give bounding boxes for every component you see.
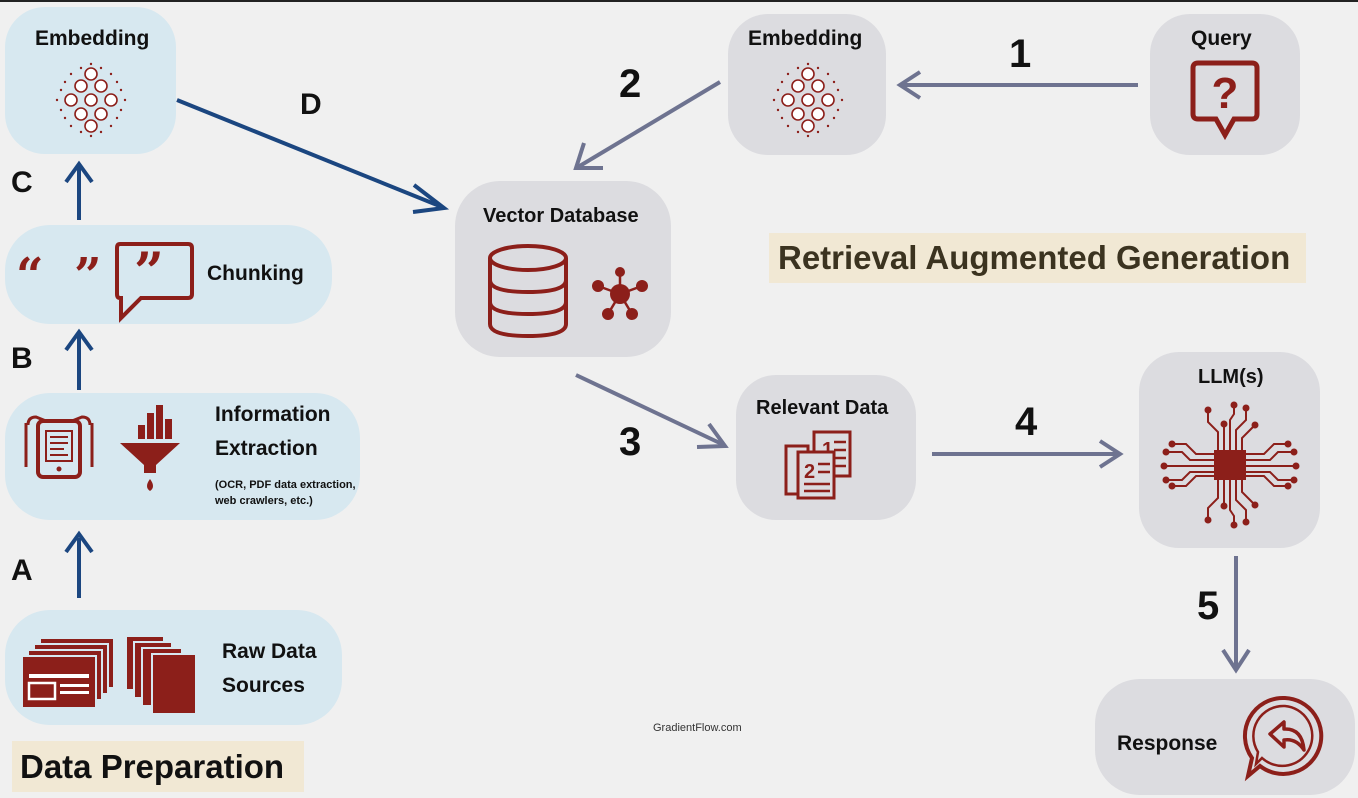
- chunking-node: [5, 225, 332, 324]
- vector-database-label: Vector Database: [483, 205, 639, 227]
- svg-text:?: ?: [1212, 69, 1239, 118]
- network-icon: [772, 62, 844, 138]
- chat-quote-icon: ”: [115, 242, 194, 323]
- quote-open-icon: “: [16, 248, 44, 304]
- data-preparation-title: Data Preparation: [12, 741, 304, 792]
- arrow-5: [1221, 556, 1251, 674]
- raw-data-sources-label-line1: Raw Data: [222, 640, 317, 663]
- information-extraction-node: [5, 393, 360, 520]
- step-letter-c: C: [11, 166, 33, 199]
- step-number-5: 5: [1197, 584, 1220, 628]
- question-bubble-icon: ?: [1190, 60, 1260, 141]
- information-extraction-label-line2: Extraction: [215, 437, 318, 460]
- newspapers-icon: [21, 637, 115, 709]
- quote-close-icon: ”: [74, 248, 102, 304]
- step-number-4: 4: [1015, 400, 1038, 444]
- step-number-3: 3: [619, 420, 642, 464]
- rag-title: Retrieval Augmented Generation: [769, 233, 1306, 283]
- information-extraction-note-line1: (OCR, PDF data extraction,: [215, 479, 356, 491]
- query-label: Query: [1191, 27, 1252, 50]
- arrow-c: [64, 160, 94, 220]
- arrow-2: [573, 80, 722, 170]
- svg-text:1: 1: [822, 439, 833, 461]
- credit-text: GradientFlow.com: [653, 722, 742, 734]
- relevant-data-label: Relevant Data: [756, 397, 889, 419]
- step-letter-a: A: [11, 554, 33, 587]
- network-icon: [55, 62, 127, 138]
- top-border: [0, 0, 1358, 2]
- embedding-right-label: Embedding: [748, 27, 863, 50]
- svg-text:”: ”: [134, 242, 164, 303]
- arrow-1: [896, 70, 1138, 100]
- arrow-d: [176, 98, 450, 214]
- document-stack-icon: [125, 635, 197, 715]
- hub-icon: [592, 267, 648, 320]
- embedding-left-label: Embedding: [35, 27, 150, 50]
- step-letter-b: B: [11, 342, 33, 375]
- funnel-chart-icon: [120, 405, 180, 491]
- chunking-label: Chunking: [207, 262, 304, 285]
- database-icon: [488, 244, 568, 339]
- arrow-4: [932, 439, 1124, 469]
- response-label: Response: [1117, 732, 1218, 755]
- arrow-3: [575, 373, 729, 449]
- step-number-2: 2: [619, 62, 642, 106]
- numbered-documents-icon: 1 2: [784, 430, 852, 500]
- arrow-b: [64, 328, 94, 390]
- information-extraction-label-line1: Information: [215, 403, 331, 426]
- chip-icon: [1160, 401, 1300, 529]
- svg-text:2: 2: [804, 461, 815, 483]
- reply-bubble-icon: [1242, 695, 1324, 782]
- raw-data-sources-label-line2: Sources: [222, 674, 305, 697]
- tablet-document-icon: [24, 415, 94, 479]
- step-number-1: 1: [1009, 32, 1032, 76]
- arrow-a: [64, 530, 94, 598]
- llms-label: LLM(s): [1198, 366, 1264, 388]
- information-extraction-note-line2: web crawlers, etc.): [215, 495, 313, 507]
- step-letter-d: D: [300, 88, 322, 121]
